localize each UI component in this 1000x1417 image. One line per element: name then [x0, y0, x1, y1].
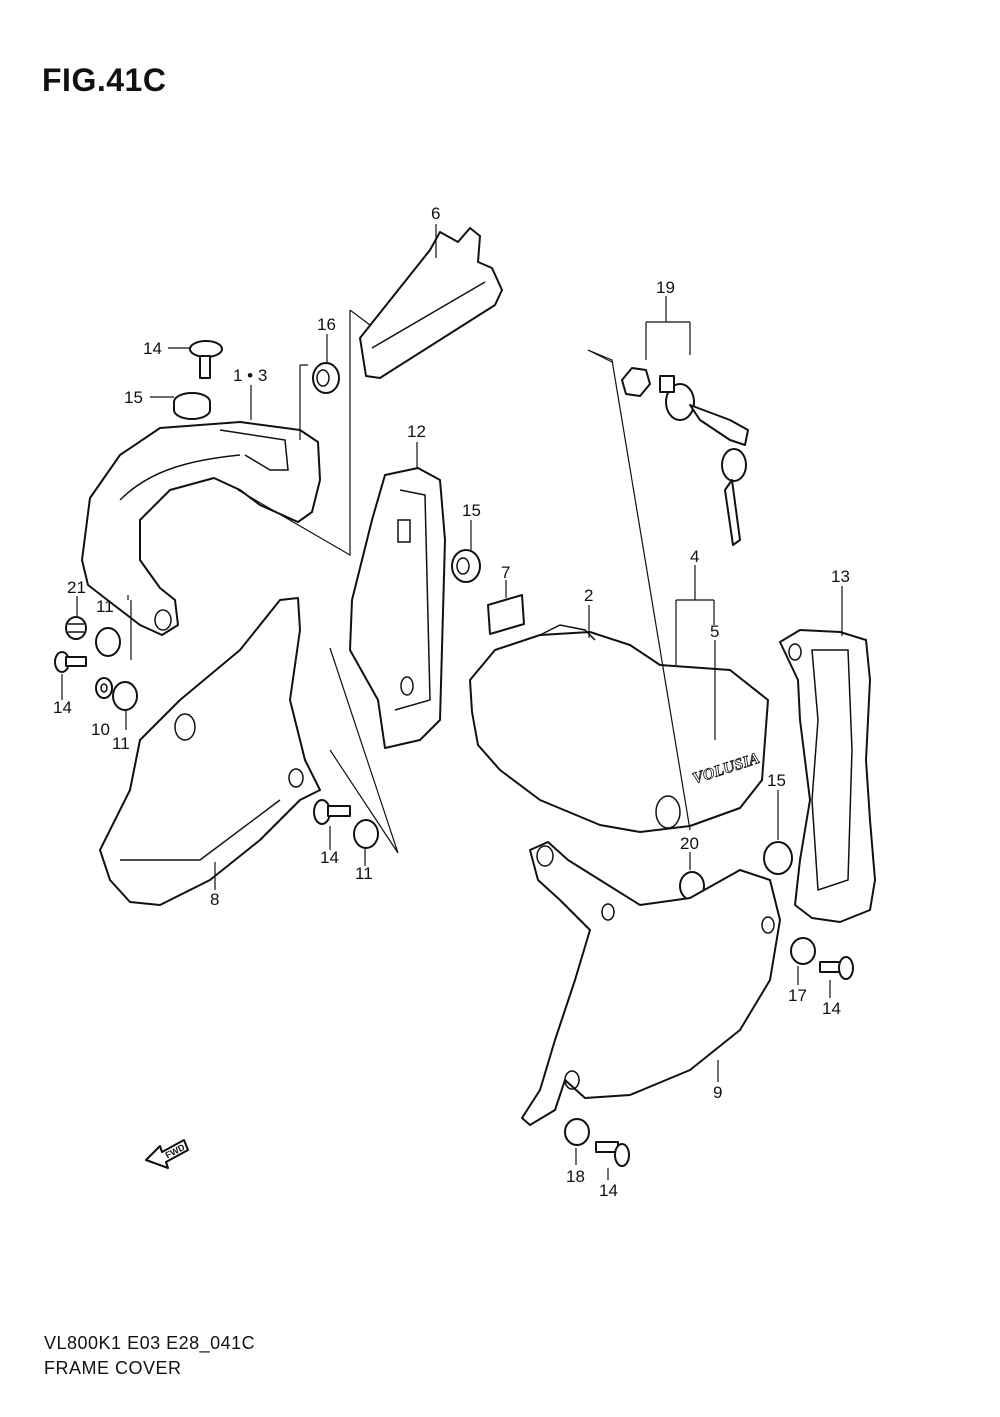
- callout-11: 11: [112, 734, 130, 753]
- part-2-side-cover: VOLUSIA: [469, 624, 769, 833]
- callout-20: 20: [680, 834, 699, 853]
- callout-13: 13: [831, 567, 850, 586]
- part-10-washer: [95, 677, 113, 699]
- part-16-grommet: [312, 362, 340, 394]
- part-11-collar-b: [112, 681, 138, 711]
- callout-1-3: 1 • 3: [233, 366, 267, 385]
- callout-10: 10: [91, 720, 110, 739]
- part-14-screw-bottom: [595, 1141, 630, 1167]
- callout-14: 14: [143, 339, 162, 358]
- callout-16: 16: [317, 315, 336, 334]
- part-19-lock-set: [621, 367, 749, 546]
- part-14-screw-right: [819, 956, 854, 980]
- callout-14: 14: [599, 1181, 618, 1200]
- part-7-tag: [487, 594, 525, 635]
- part-8-lower-cover: [99, 597, 321, 906]
- callout-19: 19: [656, 278, 675, 297]
- callout-2: 2: [584, 586, 593, 605]
- part-15-rubber-top: [173, 392, 211, 420]
- part-15-grommet-middle: [451, 549, 481, 583]
- part-18-collar: [564, 1118, 590, 1146]
- callout-6: 6: [431, 204, 440, 223]
- callout-18: 18: [566, 1167, 585, 1186]
- part-9-lower-cover: [521, 841, 781, 1126]
- callout-15: 15: [124, 388, 143, 407]
- callout-15: 15: [462, 501, 481, 520]
- part-17-collar: [790, 937, 816, 965]
- part-12-bracket: [349, 467, 446, 749]
- callout-8: 8: [210, 890, 219, 909]
- part-6-bracket: [359, 227, 503, 379]
- callout-11: 11: [355, 864, 373, 883]
- part-1-3-frame-cover: [81, 421, 321, 636]
- model-code: VL800K1 E03 E28_041C: [44, 1333, 256, 1353]
- callout-14: 14: [822, 999, 841, 1018]
- part-14-screw-middle: [313, 799, 351, 825]
- figure-title: FIG.41C: [42, 62, 167, 98]
- callout-14: 14: [320, 848, 339, 867]
- part-15-grommet-right: [763, 841, 793, 875]
- part-21-bolt: [65, 616, 87, 640]
- leader-lines: [61, 224, 843, 1180]
- callout-14: 14: [53, 698, 72, 717]
- callout-4: 4: [690, 547, 699, 566]
- callout-9: 9: [713, 1083, 722, 1102]
- part-11-collar-c: [353, 819, 379, 849]
- part-14-screw-left: [54, 651, 87, 673]
- callout-11: 11: [96, 597, 114, 616]
- part-13-right-bracket: [779, 629, 876, 923]
- callout-12: 12: [407, 422, 426, 441]
- callout-5: 5: [710, 622, 719, 641]
- part-11-collar-a: [95, 627, 121, 657]
- part-14-screw-top: [189, 340, 223, 379]
- section-title: FRAME COVER: [44, 1358, 182, 1378]
- callout-17: 17: [788, 986, 807, 1005]
- callout-labels: 6 16 14 1 • 3 15 12 15 21 11 14 10 11 14…: [53, 204, 850, 1200]
- callout-15: 15: [767, 771, 786, 790]
- callout-21: 21: [67, 578, 86, 597]
- fwd-arrow-icon: FWD: [145, 1139, 189, 1169]
- callout-7: 7: [501, 563, 510, 582]
